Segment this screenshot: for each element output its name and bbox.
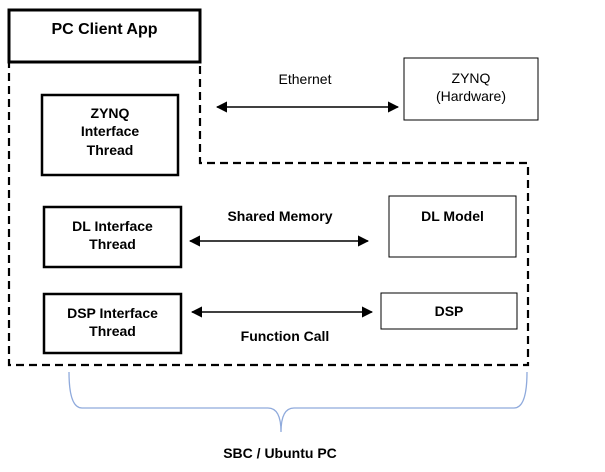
dl-thread-line-1: DL Interface [72, 218, 153, 234]
shared-memory-label: Shared Memory [227, 208, 333, 224]
dl-model-label: DL Model [421, 208, 484, 224]
zynq-thread-line-2: Interface [80, 123, 140, 140]
page-title: PC Client App [51, 21, 158, 38]
dsp-thread-box [42, 292, 183, 355]
dl-thread-box [42, 205, 183, 269]
dsp-thread-label: DSP Interface Thread [44, 304, 181, 341]
dsp-box [380, 292, 518, 330]
dl-model-box [388, 195, 517, 258]
zynq-thread-box [40, 93, 180, 177]
dsp-thread-line-1: DSP Interface [67, 305, 158, 321]
zynq-thread-line-1: ZYNQ [90, 105, 130, 121]
zynq-hardware-line-2: (Hardware) [435, 88, 506, 105]
dl-thread-line-2: Thread [89, 236, 136, 253]
client-app-title-box [7, 8, 202, 64]
function-call-label: Function Call [240, 328, 330, 344]
zynq-hardware-line-1: ZYNQ [451, 70, 491, 86]
ethernet-label: Ethernet [278, 71, 332, 87]
footer-label: SBC / Ubuntu PC [223, 445, 337, 461]
zynq-thread-label: ZYNQ Interface Thread [42, 104, 178, 159]
dsp-label: DSP [434, 303, 464, 319]
zynq-hardware-label: ZYNQ (Hardware) [404, 69, 538, 106]
system-brace [68, 371, 528, 433]
zynq-thread-line-3: Thread [86, 141, 134, 158]
dl-thread-label: DL Interface Thread [44, 217, 181, 254]
client-app-boundary [7, 60, 530, 367]
zynq-hardware-box [403, 57, 539, 121]
dsp-thread-line-2: Thread [89, 323, 136, 340]
